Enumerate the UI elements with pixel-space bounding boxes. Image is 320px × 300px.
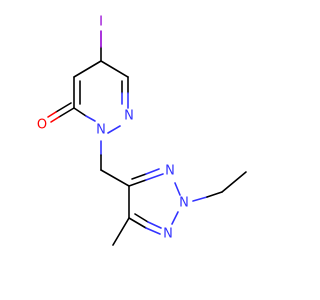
bond-c4t-n3-nitrogen-half [145, 173, 164, 181]
atom-nitrogen-n1-pyridazinone: N [124, 109, 134, 124]
bond-n3-n2t [174, 182, 181, 196]
bond-c5t-n1t-double [134, 213, 149, 223]
bond-c5-c4 [73, 60, 102, 78]
bond-c4t-n3 [128, 179, 147, 187]
bond-c5t-methyl [112, 217, 130, 246]
bond-n2t-n1t [171, 211, 179, 225]
bond-c3-o-double-oxygen-half [47, 111, 57, 118]
atom-labels: I O N N N N N [37, 15, 189, 242]
atom-nitrogen-n1-triazole: N [163, 227, 173, 242]
bond-n2t-ch2 [206, 191, 223, 198]
bond-c5t-n1t-nitrogen-half [145, 227, 161, 235]
atom-oxygen: O [37, 118, 47, 133]
bond-n1-n2 [107, 125, 121, 134]
bond-c5-c6 [100, 60, 129, 78]
atom-iodine: I [99, 15, 103, 30]
atom-nitrogen-n2-triazole: N [179, 196, 189, 211]
bonds [47, 30, 247, 246]
bond-c5t-n1t-double-nitrogen-half [147, 221, 162, 229]
atom-nitrogen-n3-triazole: N [165, 164, 175, 179]
bond-c3-n2 [73, 107, 87, 117]
bond-c4t-n3-double-nitrogen-half [145, 168, 160, 175]
bond-c3-o-oxygen-half [50, 116, 60, 123]
atom-nitrogen-n2-pyridazinone: N [96, 123, 106, 138]
bond-c3-n2-nitrogen-half [85, 115, 96, 122]
bond-c3-o [58, 107, 75, 118]
bond-c5t-n1t [128, 217, 147, 229]
bond-c4t-n3-double [131, 173, 147, 180]
bond-ethyl-ch2-ch3 [221, 171, 247, 193]
bond-ch2-c4t [100, 169, 130, 187]
molecule-structure-diagram: I O N N N N N [37, 15, 247, 246]
bond-c3-o-double [55, 102, 72, 113]
bond-n2t-ch2-nitrogen-half [192, 196, 208, 202]
